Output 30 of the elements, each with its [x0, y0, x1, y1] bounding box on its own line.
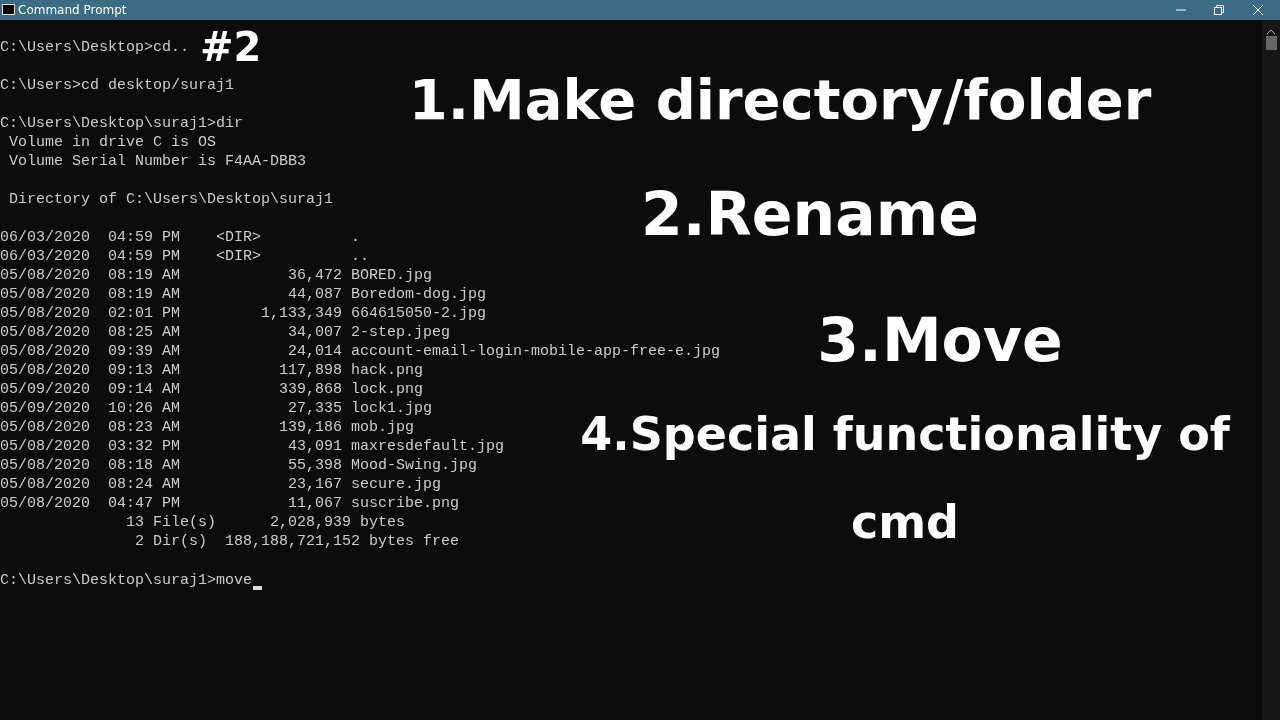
terminal-line: 05/09/2020 10:26 AM 27,335 lock1.jpg	[0, 399, 433, 418]
terminal-line: C:\Users\Desktop>cd..	[0, 38, 190, 57]
terminal-line: 05/08/2020 09:39 AM 24,014 account-email-login-mobile-app-free-e.jpg	[0, 342, 721, 361]
terminal-line: Volume in drive C is OS	[8, 133, 217, 152]
terminal-line: C:\Users\Desktop\suraj1>dir	[0, 114, 244, 133]
terminal-line: 05/08/2020 08:24 AM 23,167 secure.jpg	[0, 475, 442, 494]
terminal-line: 05/08/2020 08:25 AM 34,007 2-step.jpeg	[0, 323, 451, 342]
terminal-line: 05/08/2020 09:13 AM 117,898 hack.png	[0, 361, 424, 380]
terminal-line: Directory of C:\Users\Desktop\suraj1	[8, 190, 334, 209]
heading-text: 4.Special functionality of cmd	[579, 406, 1232, 551]
terminal-line: Volume Serial Number is F4AA-DBB3	[8, 152, 307, 171]
episode-number: #2	[200, 24, 262, 70]
window-title: Command Prompt	[18, 3, 127, 17]
terminal-line: C:\Users\Desktop\suraj1>move	[0, 571, 253, 590]
heading-text: 3.Move	[816, 304, 1064, 377]
terminal-line: 05/08/2020 08:19 AM 44,087 Boredom-dog.jpg	[0, 285, 487, 304]
terminal-line: 13 File(s) 2,028,939 bytes	[125, 513, 406, 532]
terminal-line: 05/08/2020 08:19 AM 36,472 BORED.jpg	[0, 266, 433, 285]
heading-text: 1.Make directory/folder	[407, 66, 1153, 134]
terminal-line: 05/08/2020 04:47 PM 11,067 suscribe.png	[0, 494, 460, 513]
terminal-line: 06/03/2020 04:59 PM <DIR> ..	[0, 247, 370, 266]
terminal-line: 2 Dir(s) 188,188,721,152 bytes free	[134, 532, 460, 551]
terminal-line: 05/08/2020 08:18 AM 55,398 Mood-Swing.jpg	[0, 456, 478, 475]
terminal-line: 06/03/2020 04:59 PM <DIR> .	[0, 228, 361, 247]
terminal-line: 05/08/2020 03:32 PM 43,091 maxresdefault.jpg	[0, 437, 505, 456]
terminal-line: 05/08/2020 02:01 PM 1,133,349 664615050-2.jpg	[0, 304, 487, 323]
terminal-line: 05/09/2020 09:14 AM 339,868 lock.png	[0, 380, 424, 399]
terminal-line: 05/08/2020 08:23 AM 139,186 mob.jpg	[0, 418, 415, 437]
terminal-line: C:\Users>cd desktop/suraj1	[0, 76, 235, 95]
heading-text: 2.Rename	[640, 178, 980, 251]
